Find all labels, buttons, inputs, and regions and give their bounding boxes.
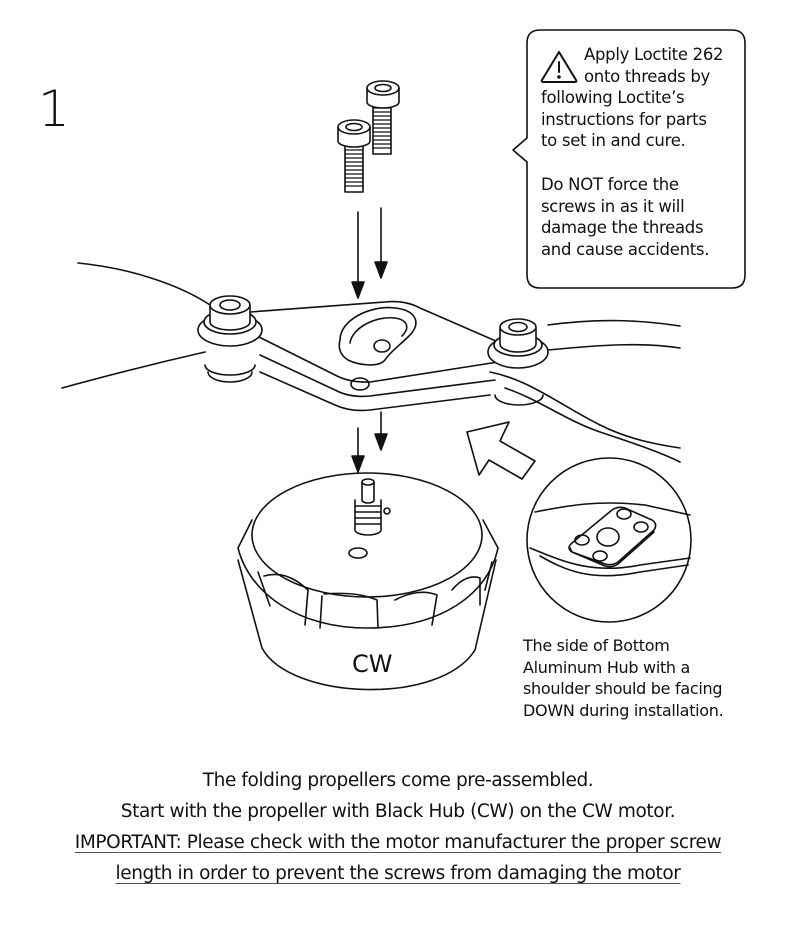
pointer-arrow-outline [466,421,536,480]
screw-front [337,119,371,193]
callout-line: and cause accidents. [541,239,710,259]
detail-circle [526,457,692,623]
warning-callout-bubble [512,29,746,289]
important-note-line: length in order to prevent the screws fr… [115,863,681,884]
insertion-arrows-top [351,207,388,299]
detail-caption: The side of Bottom Aluminum Hub with a s… [523,635,783,721]
callout-line: Do NOT force the [541,174,679,194]
motor-label: CW [352,650,393,678]
caption-line: Aluminum Hub with a [523,657,691,677]
caption-line: shoulder should be facing [523,679,723,698]
callout-line: screws in as it will [541,196,685,216]
step-number: 1 [38,80,70,138]
callout-line: instructions for parts [541,109,707,129]
callout-line: Apply Loctite 262 [584,45,724,64]
important-note-line: IMPORTANT: Please check with the motor m… [74,832,722,853]
instruction-line: Start with the propeller with Black Hub … [120,801,676,822]
propeller-hub [197,295,549,412]
callout-line: to set in and cure. [541,131,686,151]
instructions-text: The folding propellers come pre-assemble… [0,765,796,889]
warning-triangle-icon [540,51,578,83]
caption-line: The side of Bottom [523,636,670,655]
motor-illustration [237,472,499,691]
screw-back [366,80,400,155]
screws-illustration [337,80,400,193]
instruction-line: The folding propellers come pre-assemble… [202,770,594,791]
callout-line: damage the threads [541,218,704,238]
warning-callout-text: Apply Loctite 262 onto threads by follow… [541,44,746,260]
propeller-blades [61,262,681,463]
insertion-arrows-bottom [351,411,388,473]
caption-line: DOWN during installation. [523,700,724,720]
callout-line: following Loctite’s [541,88,685,108]
callout-line: onto threads by [584,66,711,86]
